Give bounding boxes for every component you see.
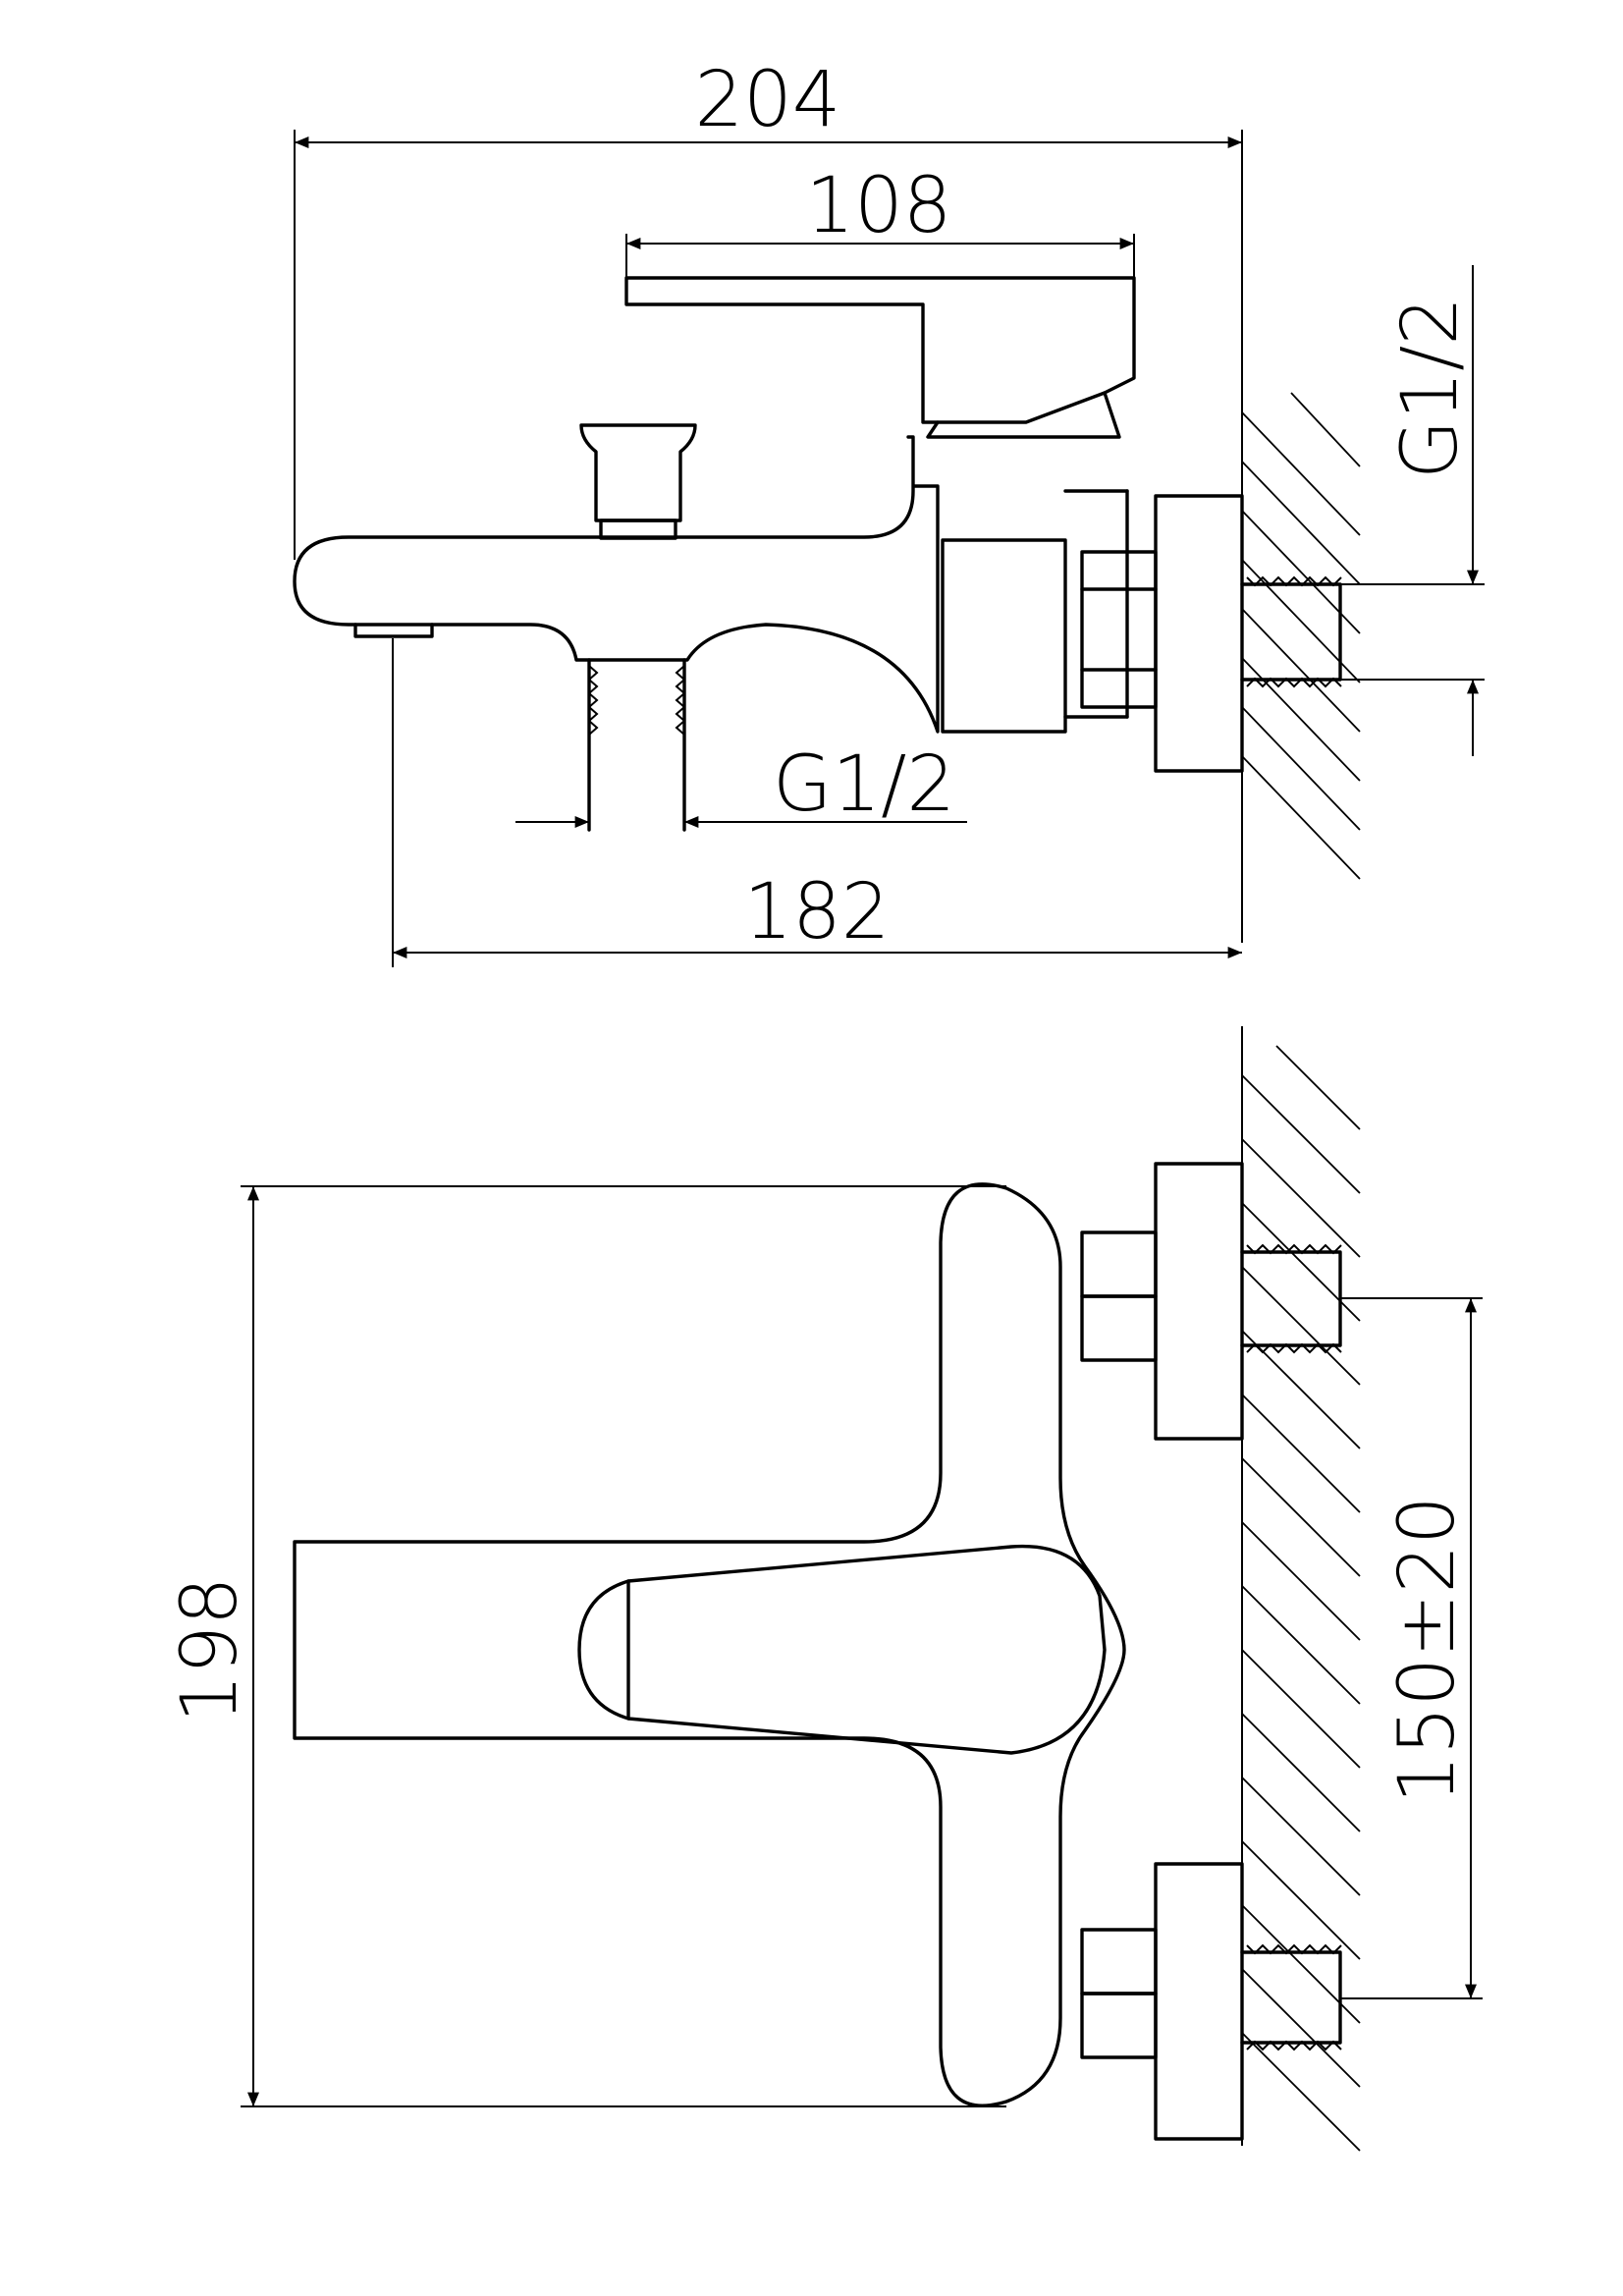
valve-block	[941, 538, 1067, 734]
inlet-thread-top	[1240, 1243, 1342, 1354]
dim-204: 204	[294, 56, 1243, 943]
hex-nut-side	[1080, 550, 1158, 709]
dim-inlet-thread: G1/2	[1340, 265, 1485, 756]
spout-body-side	[293, 435, 940, 734]
handle-base-side	[926, 391, 1121, 439]
dim-108-label: 108	[806, 162, 952, 250]
spout-outlet	[353, 623, 434, 638]
front-view: 198 150±20	[166, 1026, 1483, 2152]
dim-204-label: 204	[695, 56, 841, 144]
wall-hatch-side	[1241, 392, 1361, 884]
hex-nut-top-b	[1080, 1294, 1158, 1362]
dim-182-label: 182	[744, 868, 891, 957]
handle-lever-side	[624, 276, 1136, 424]
hex-nut-top-a	[1080, 1230, 1158, 1298]
dim-108: 108	[625, 162, 1135, 278]
inlet-thread-side	[1240, 575, 1342, 688]
inlet-thread-bottom	[1240, 1943, 1342, 2051]
wall-flange-side	[1154, 494, 1244, 773]
handle-knob-front	[577, 1579, 630, 1721]
dim-inlet-thread-label: G1/2	[1386, 297, 1475, 479]
dim-182: 182	[392, 638, 1242, 967]
body-front	[293, 1182, 1126, 2107]
side-view: 204 108 G1/2 182 G1/2	[293, 56, 1485, 967]
hex-nut-bottom-a	[1080, 1928, 1158, 1995]
hex-nut-bottom-b	[1080, 1992, 1158, 2059]
dim-198: 198	[166, 1185, 1006, 2107]
dim-150-label: 150±20	[1383, 1496, 1472, 1804]
dim-198-label: 198	[166, 1577, 254, 1723]
wall-flange-bottom	[1154, 1862, 1244, 2141]
outlet-thread	[587, 658, 686, 832]
dim-150: 150±20	[1340, 1297, 1483, 1999]
diverter-knob	[579, 423, 697, 522]
dim-outlet-thread: G1/2	[515, 740, 967, 829]
handle-front	[626, 1544, 1107, 1755]
wall-flange-top	[1154, 1162, 1244, 1441]
wall-hatch-front	[1241, 1026, 1361, 2152]
dim-outlet-thread-label: G1/2	[773, 740, 955, 829]
